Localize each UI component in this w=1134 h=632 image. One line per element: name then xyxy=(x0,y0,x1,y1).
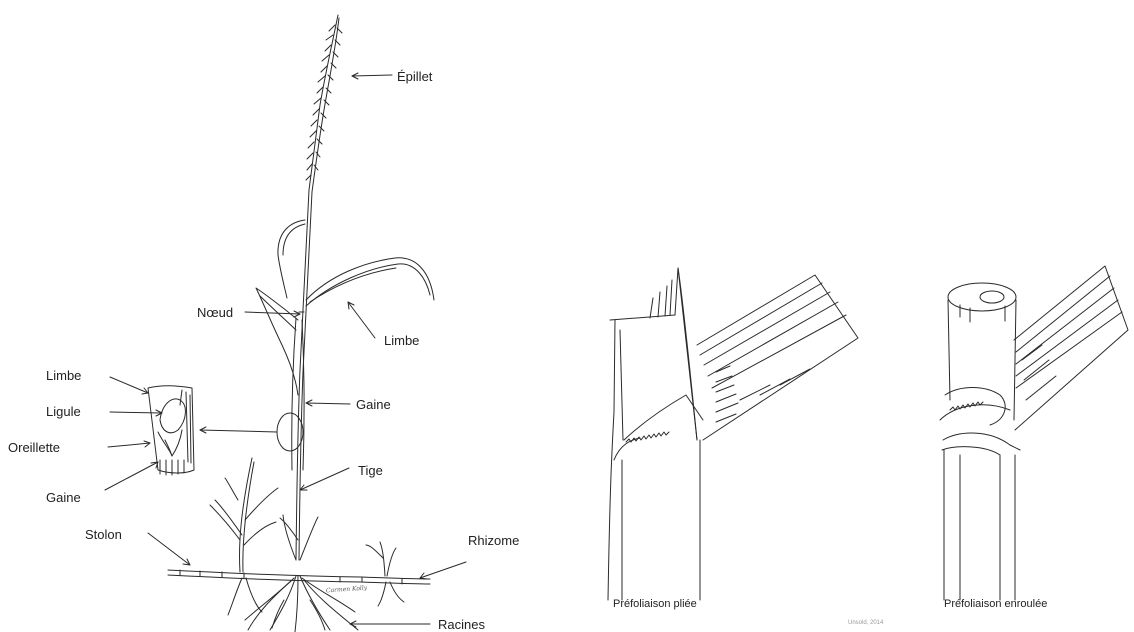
caption-rolled-vernation: Préfoliaison enroulée xyxy=(944,598,1047,611)
inset-label-limbe: Limbe xyxy=(46,368,81,383)
label-limbe-stem: Limbe xyxy=(384,333,419,348)
label-noeud: Nœud xyxy=(197,305,233,320)
drawing-credit: Unsold, 2014 xyxy=(848,620,883,627)
label-gaine-stem: Gaine xyxy=(356,397,391,412)
folded-vernation-drawing xyxy=(608,268,858,600)
caption-folded-vernation: Préfoliaison pliée xyxy=(613,598,697,611)
label-arrows xyxy=(105,73,466,627)
inset-label-gaine: Gaine xyxy=(46,490,81,505)
inset-label-ligule: Ligule xyxy=(46,404,81,419)
label-rhizome: Rhizome xyxy=(468,533,519,548)
label-epillet: Épillet xyxy=(397,69,432,84)
grass-plant-drawing xyxy=(168,15,434,632)
collar-inset-drawing xyxy=(148,386,194,475)
inset-label-oreillette: Oreillette xyxy=(8,440,60,455)
label-racines: Racines xyxy=(438,617,485,632)
rolled-vernation-drawing xyxy=(940,266,1128,600)
label-stolon: Stolon xyxy=(85,527,122,542)
label-tige: Tige xyxy=(358,463,383,478)
